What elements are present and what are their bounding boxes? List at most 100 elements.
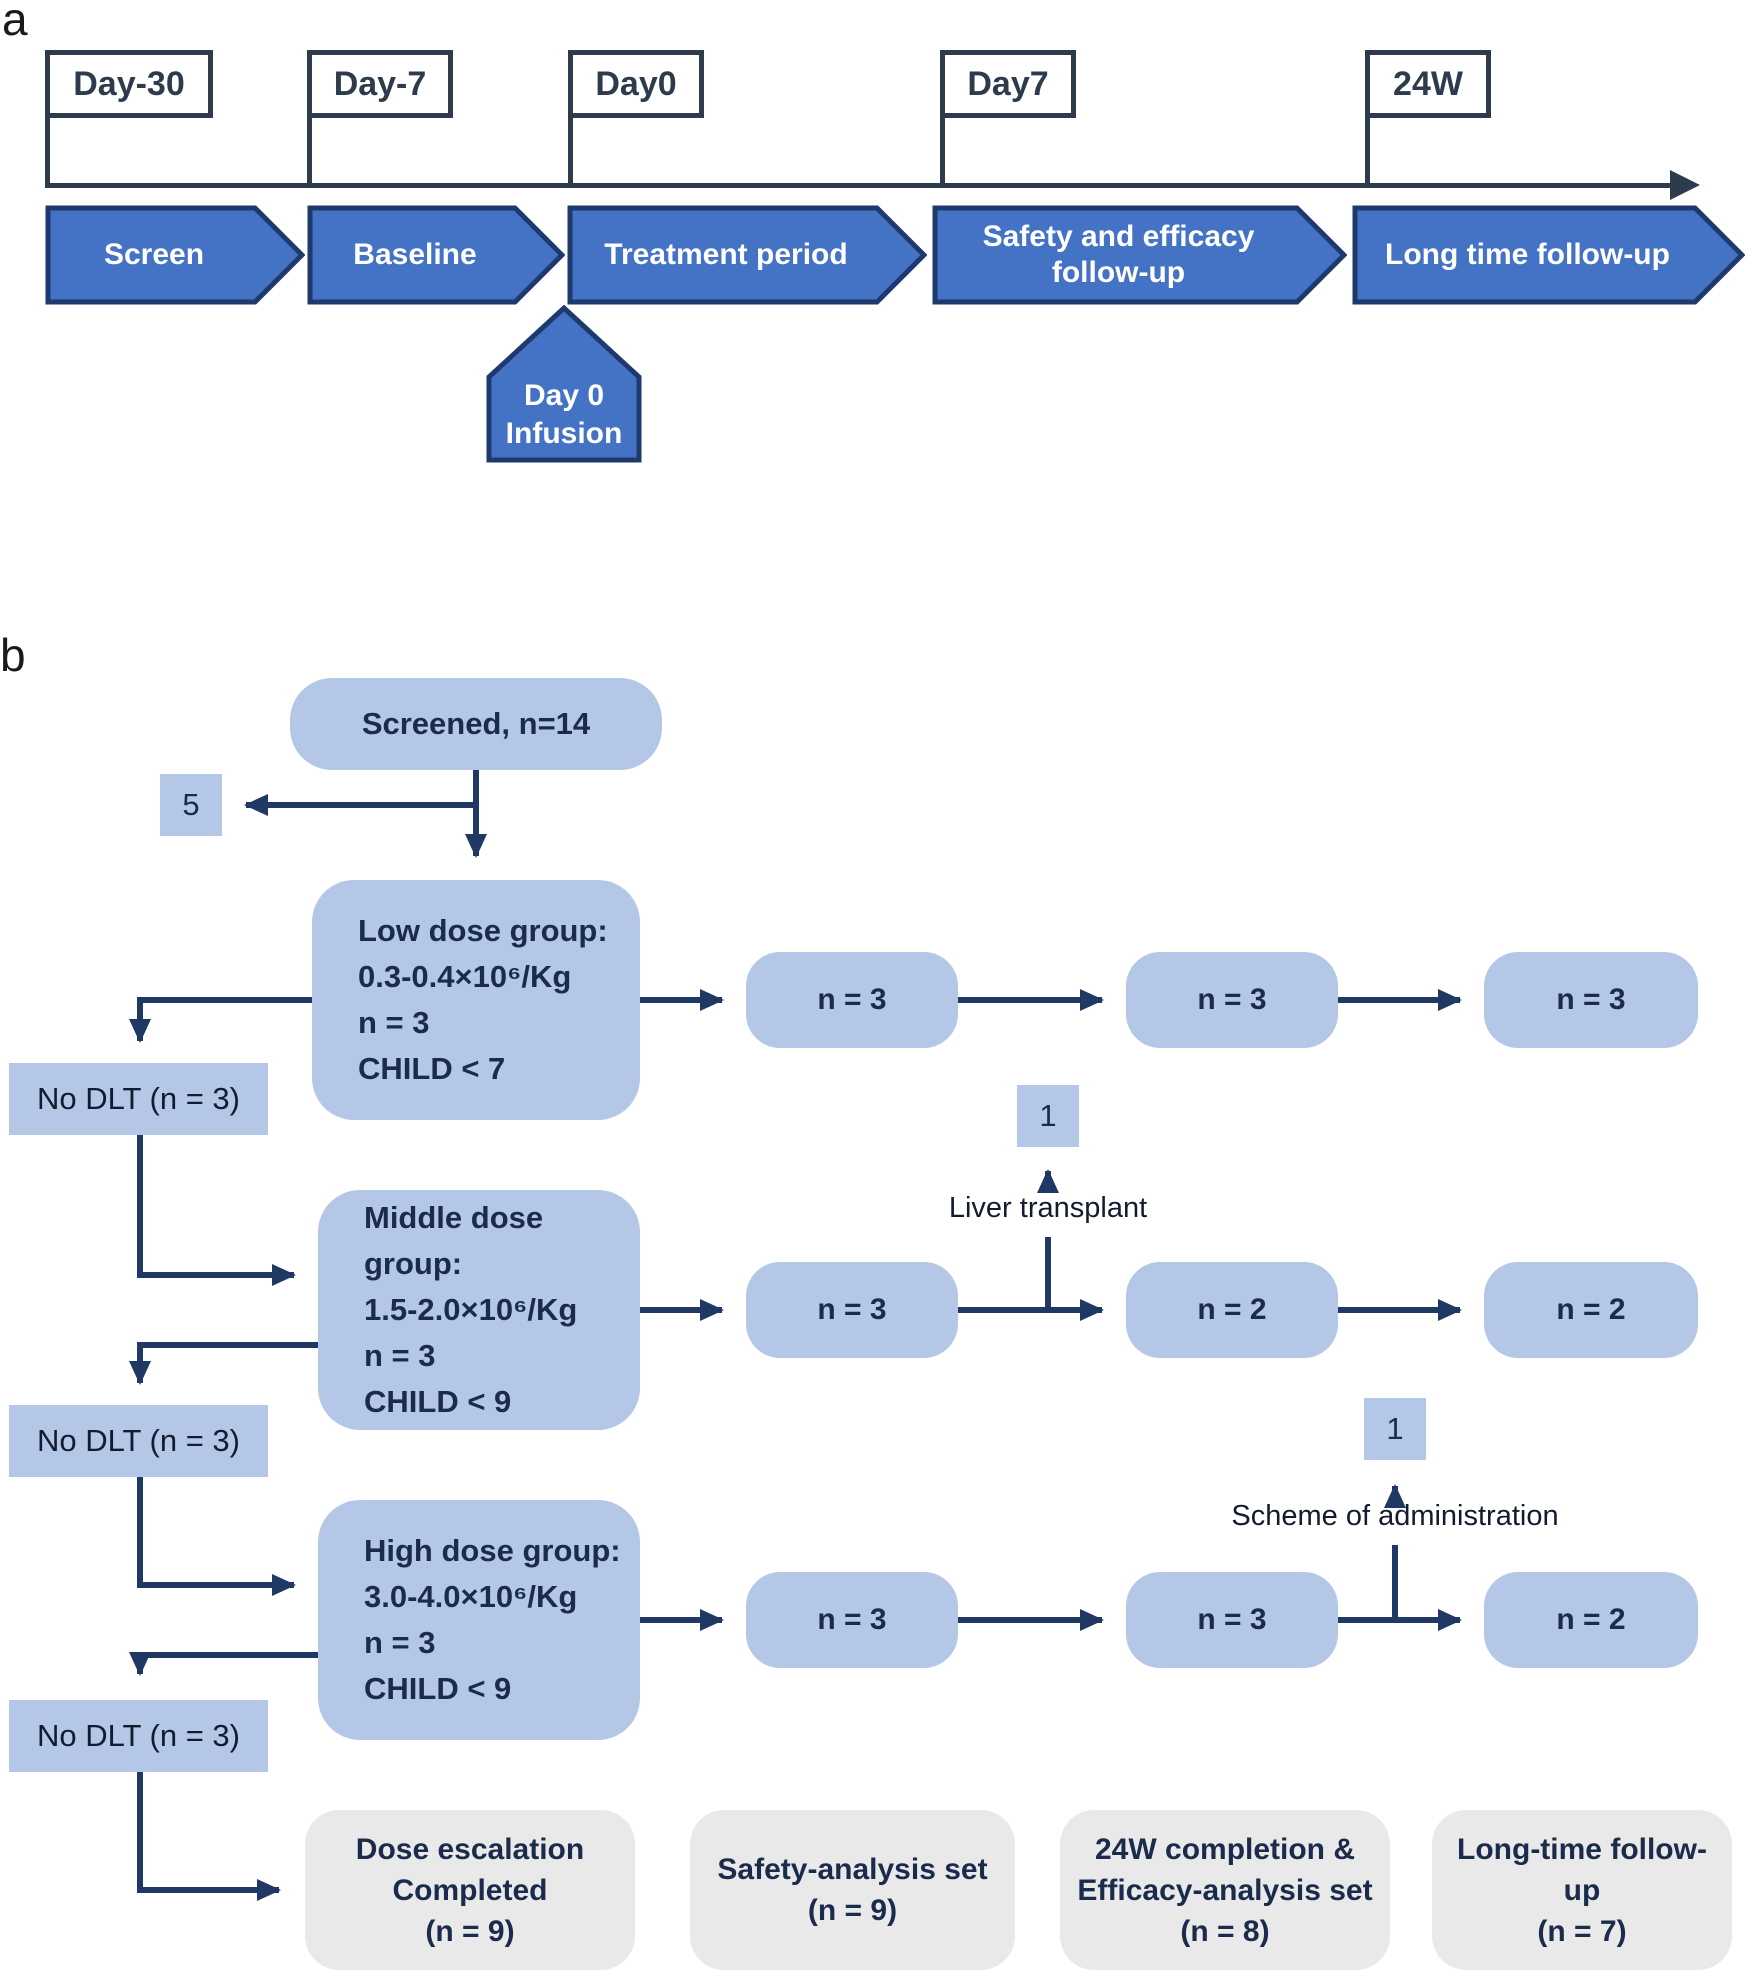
group-line: n = 3 (364, 1338, 436, 1373)
middle-followup-3: n = 2 (1484, 1262, 1698, 1358)
screened-label: Screened, n=14 (361, 706, 591, 741)
flag-pole (45, 116, 50, 185)
group-line: High dose group: (364, 1533, 621, 1568)
low-followup-3: n = 3 (1484, 952, 1698, 1048)
no-dlt-label: No DLT (n = 3) (36, 1081, 240, 1116)
outcome-dose-escalation: Dose escalation Completed (n = 9) (305, 1810, 635, 1970)
n-value: n = 2 (1556, 1293, 1626, 1326)
low-dose-group-box: Low dose group: 0.3-0.4×10⁶/Kg n = 3 CHI… (312, 880, 640, 1120)
phase-label: Long time follow-up (1385, 238, 1670, 271)
group-line: Low dose group: (358, 913, 608, 948)
group-line: 1.5-2.0×10⁶/Kg (364, 1292, 578, 1327)
flag-label: Day7 (967, 64, 1049, 103)
group-line: CHILD < 9 (364, 1384, 512, 1419)
no-dlt-box-3: No DLT (n = 3) (9, 1700, 268, 1772)
timeline-flag-24w: 24W (1365, 50, 1491, 118)
phase-label: Safety and efficacy follow-up (982, 220, 1255, 289)
scheme-of-administration-label: Scheme of administration (1231, 1500, 1559, 1532)
outcome-line: (n = 8) (1180, 1914, 1270, 1948)
chevron-shape (1352, 205, 1745, 305)
low-followup-2: n = 3 (1126, 952, 1338, 1048)
middle-followup-2: n = 2 (1126, 1262, 1338, 1358)
screened-box: Screened, n=14 (290, 678, 662, 770)
outcome-line: 24W completion & (1094, 1832, 1356, 1866)
flow-connectors (129, 770, 1462, 1901)
flag-pole (307, 116, 312, 185)
phase-label: Baseline (353, 238, 477, 271)
middle-dose-group-box: Middle dose group: 1.5-2.0×10⁶/Kg n = 3 … (318, 1190, 640, 1430)
chevron-shape (45, 205, 305, 305)
n-value: n = 2 (1197, 1293, 1267, 1326)
liver-transplant-count-box: 1 (1017, 1085, 1079, 1147)
panel-b-label: b (0, 629, 26, 681)
n-value: n = 3 (1197, 983, 1267, 1016)
outcome-long-time-followup: Long-time follow-up (n = 7) (1432, 1810, 1732, 1970)
chevron-shape (307, 205, 565, 305)
phase-label: Treatment period (604, 238, 848, 271)
dropout-count: 1 (1386, 1411, 1404, 1446)
phase-arrow-screen: Screen (45, 205, 305, 305)
phase-label: Screen (103, 238, 205, 271)
timeline-flag-day-30: Day-30 (45, 50, 213, 118)
chevron-shape (567, 205, 927, 305)
group-line: 0.3-0.4×10⁶/Kg (358, 959, 572, 994)
outcome-line: Dose escalation (355, 1832, 585, 1866)
high-followup-1: n = 3 (746, 1572, 958, 1668)
excluded-count: 5 (182, 787, 200, 822)
phase-arrow-long-followup: Long time follow-up (1352, 205, 1745, 305)
no-dlt-box-1: No DLT (n = 3) (9, 1063, 268, 1135)
outcome-line: Completed (392, 1873, 548, 1907)
phase-arrow-safety-followup: Safety and efficacy follow-up (932, 205, 1347, 305)
outcome-line: (n = 7) (1537, 1914, 1627, 1948)
middle-followup-1: n = 3 (746, 1262, 958, 1358)
n-value: n = 3 (1556, 983, 1626, 1016)
outcome-safety-analysis: Safety-analysis set (n = 9) (690, 1810, 1015, 1970)
outcome-24w-completion: 24W completion & Efficacy-analysis set (… (1060, 1810, 1390, 1970)
n-value: n = 3 (817, 983, 887, 1016)
flag-pole (568, 116, 573, 185)
infusion-line2: Infusion (505, 417, 623, 450)
flag-label: Day-7 (333, 64, 427, 103)
low-followup-1: n = 3 (746, 952, 958, 1048)
chevron-shape (932, 205, 1347, 305)
outcome-line: (n = 9) (425, 1914, 515, 1948)
group-line: 3.0-4.0×10⁶/Kg (364, 1579, 578, 1614)
flag-label: Day0 (595, 64, 677, 103)
infusion-label: Day 0 Infusion (486, 377, 642, 453)
timeline-axis-arrowhead (1670, 170, 1700, 200)
group-line: CHILD < 9 (364, 1671, 512, 1706)
excluded-count-box: 5 (160, 774, 222, 836)
n-value: n = 3 (817, 1603, 887, 1636)
timeline-flag-day0: Day0 (568, 50, 704, 118)
timeline-axis (45, 183, 1677, 188)
infusion-line1: Day 0 (523, 379, 605, 412)
panel-a-label: a (2, 0, 28, 45)
phase-arrow-baseline: Baseline (307, 205, 565, 305)
flag-pole (1365, 116, 1370, 185)
liver-transplant-label: Liver transplant (948, 1192, 1148, 1224)
timeline-flag-day7: Day7 (940, 50, 1076, 118)
outcome-line: (n = 9) (807, 1894, 898, 1927)
group-line: n = 3 (364, 1625, 436, 1660)
high-followup-3: n = 2 (1484, 1572, 1698, 1668)
infusion-callout: Day 0 Infusion (486, 305, 642, 463)
phase-arrow-treatment: Treatment period (567, 205, 927, 305)
no-dlt-label: No DLT (n = 3) (36, 1718, 240, 1753)
n-value: n = 2 (1556, 1603, 1626, 1636)
flag-pole (940, 116, 945, 185)
flag-label: Day-30 (73, 64, 185, 103)
pentagon-shape (486, 305, 642, 463)
no-dlt-box-2: No DLT (n = 3) (9, 1405, 268, 1477)
n-value: n = 3 (1197, 1603, 1267, 1636)
dropout-count: 1 (1039, 1098, 1057, 1133)
flag-label: 24W (1393, 64, 1463, 103)
outcome-line: Safety-analysis set (717, 1853, 988, 1886)
n-value: n = 3 (817, 1293, 887, 1326)
group-line: Middle dose group: (364, 1200, 544, 1281)
no-dlt-label: No DLT (n = 3) (36, 1423, 240, 1458)
high-followup-2: n = 3 (1126, 1572, 1338, 1668)
high-dose-group-box: High dose group: 3.0-4.0×10⁶/Kg n = 3 CH… (318, 1500, 640, 1740)
group-line: CHILD < 7 (358, 1051, 506, 1086)
scheme-count-box: 1 (1364, 1398, 1426, 1460)
